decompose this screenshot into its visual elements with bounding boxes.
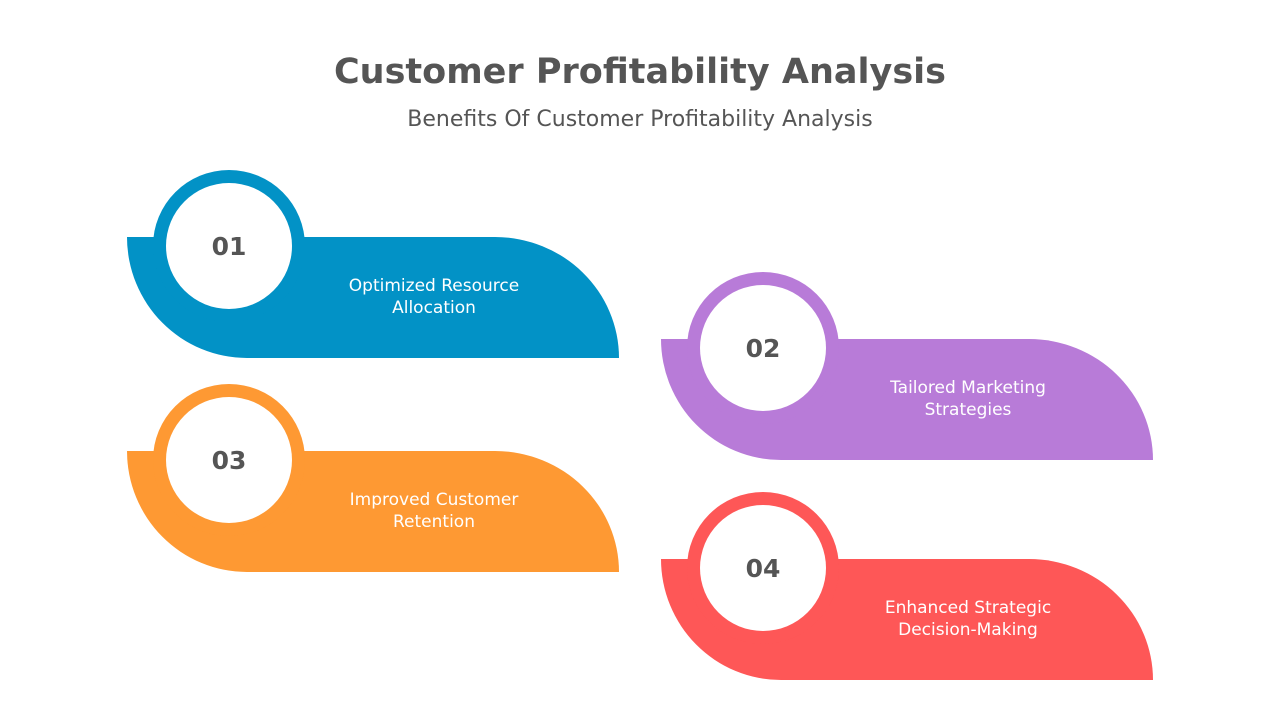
number-ring: 01 bbox=[153, 170, 305, 322]
number-badge: 01 bbox=[166, 183, 292, 309]
number-ring: 03 bbox=[153, 384, 305, 536]
number-badge: 03 bbox=[166, 397, 292, 523]
text-line: Tailored Marketing bbox=[890, 378, 1046, 398]
number-badge: 04 bbox=[700, 505, 826, 631]
text-line: Optimized Resource bbox=[348, 276, 520, 296]
page-subtitle: Benefits Of Customer Profitability Analy… bbox=[407, 107, 873, 132]
text-line: Retention bbox=[393, 512, 475, 532]
text-line: Strategies bbox=[924, 400, 1012, 420]
text-line: Allocation bbox=[392, 298, 476, 318]
number-ring: 02 bbox=[687, 272, 839, 424]
text-line: Enhanced Strategic bbox=[884, 598, 1052, 618]
text-line: Decision-Making bbox=[898, 620, 1038, 640]
number-badge: 02 bbox=[700, 285, 826, 411]
page-title: Customer Profitability Analysis bbox=[334, 52, 946, 92]
text-line: Improved Customer bbox=[349, 490, 519, 510]
number-ring: 04 bbox=[687, 492, 839, 644]
